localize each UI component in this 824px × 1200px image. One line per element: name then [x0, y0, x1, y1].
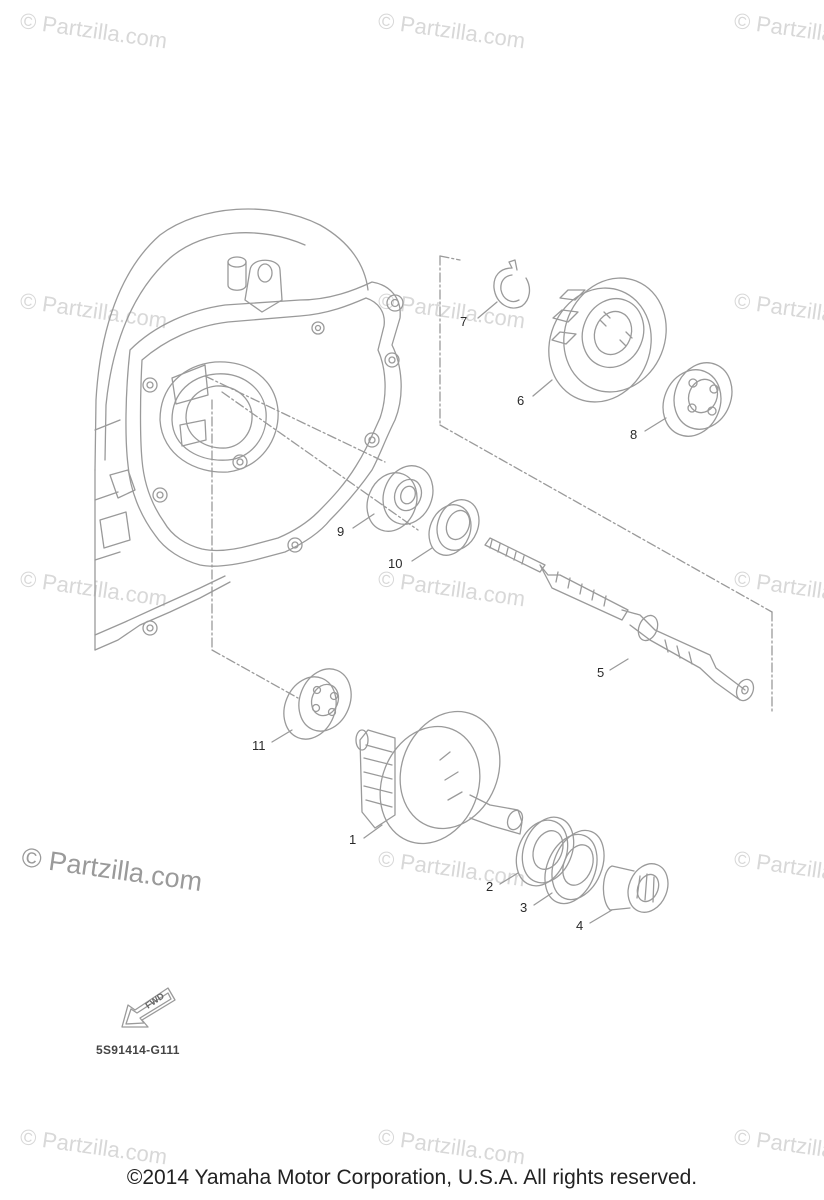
- copyright-notice: ©2014 Yamaha Motor Corporation, U.S.A. A…: [126, 1166, 698, 1189]
- callout-11: 11: [252, 738, 266, 753]
- callout-8: 8: [630, 427, 638, 442]
- diagram-reference-code: 5S91414-G111: [96, 1043, 180, 1057]
- callout-2: 2: [486, 879, 494, 894]
- part-5-shaft: [484, 537, 755, 702]
- assembly-bracket-lines: [204, 255, 773, 715]
- callout-7: 7: [460, 314, 468, 329]
- callout-6: 6: [517, 393, 525, 408]
- callout-10: 10: [388, 556, 403, 571]
- callout-1: 1: [349, 832, 357, 847]
- part-10-oil-seal: [428, 499, 480, 556]
- crankcase-housing: [94, 208, 404, 651]
- callout-4: 4: [576, 918, 584, 933]
- fwd-arrow-icon: [121, 987, 176, 1028]
- callout-leaders: [271, 301, 667, 924]
- part-2-washer: [515, 816, 575, 887]
- part-1-drive-gear: [355, 710, 524, 845]
- callout-5: 5: [597, 665, 605, 680]
- part-7-circlip: [493, 259, 531, 309]
- part-4-needle-bearing: [602, 863, 669, 913]
- part-9-bearing: [366, 465, 434, 532]
- part-6-gear: [548, 277, 667, 403]
- part-3-washer: [544, 829, 605, 905]
- part-8-bearing: [662, 362, 733, 437]
- callout-9: 9: [337, 524, 345, 539]
- callout-3: 3: [520, 900, 528, 915]
- part-11-bearing: [283, 668, 352, 740]
